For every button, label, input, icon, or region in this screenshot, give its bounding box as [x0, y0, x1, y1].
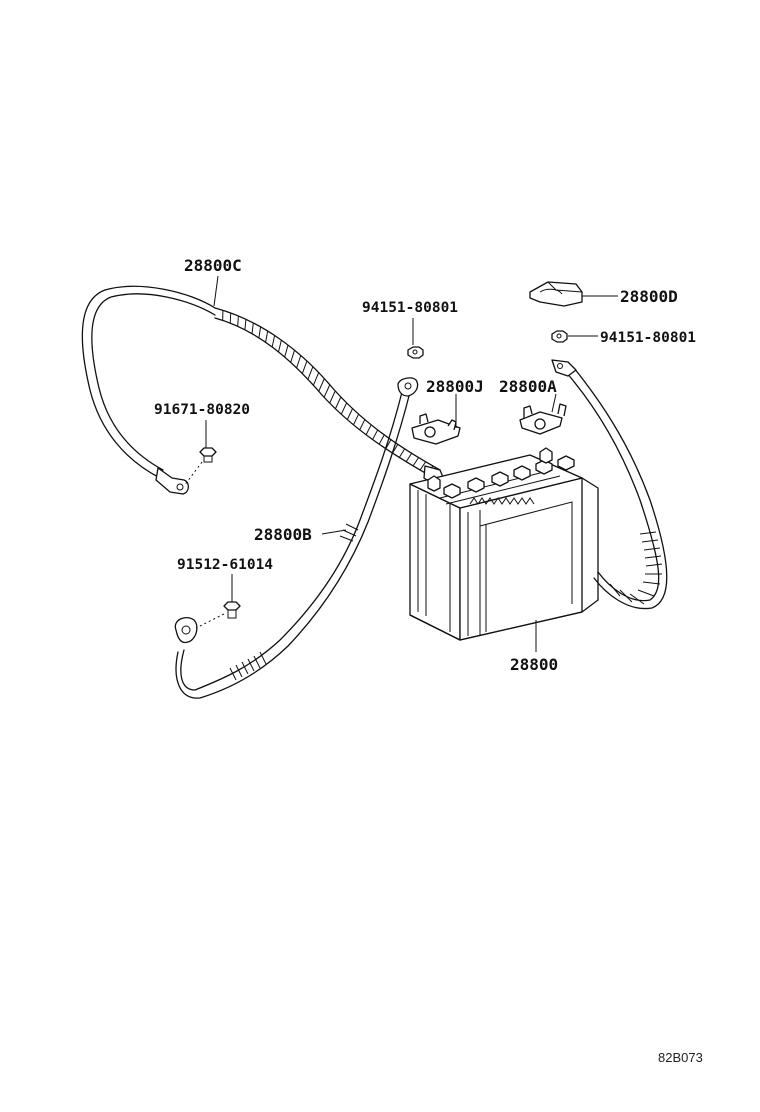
battery-positive-post — [539, 447, 553, 464]
nut-top — [407, 346, 424, 359]
bolt-upper — [199, 447, 217, 463]
bolt-lower — [223, 601, 241, 619]
clamp-28800a — [519, 403, 567, 435]
label-28800a: 28800A — [499, 377, 557, 396]
cable-positive — [551, 359, 668, 610]
label-28800b: 28800B — [254, 525, 312, 544]
cable-28800c — [81, 285, 446, 495]
label-nut-top: 94151-80801 — [362, 300, 458, 316]
label-28800: 28800 — [510, 655, 558, 674]
label-nut-right: 94151-80801 — [600, 330, 696, 346]
label-28800d: 28800D — [620, 287, 678, 306]
label-28800j: 28800J — [426, 377, 484, 396]
label-28800c: 28800C — [184, 256, 242, 275]
leader-lines — [205, 275, 618, 652]
label-bolt-lower: 91512-61014 — [177, 557, 273, 573]
clamp-28800j — [411, 413, 461, 445]
cable-b-lower-terminal — [174, 616, 198, 644]
battery-cell-caps — [443, 455, 575, 499]
diagram-code: 82B073 — [658, 1050, 703, 1065]
bracket-28800d — [529, 281, 583, 307]
battery-28800 — [409, 447, 599, 641]
label-bolt-upper: 91671-80820 — [154, 402, 250, 418]
nut-right — [551, 330, 568, 343]
battery-negative-post — [427, 475, 441, 492]
cable-b-upper-terminal — [397, 377, 419, 397]
cable-c-ring-terminal — [155, 467, 190, 495]
cable-28800b — [174, 377, 419, 699]
